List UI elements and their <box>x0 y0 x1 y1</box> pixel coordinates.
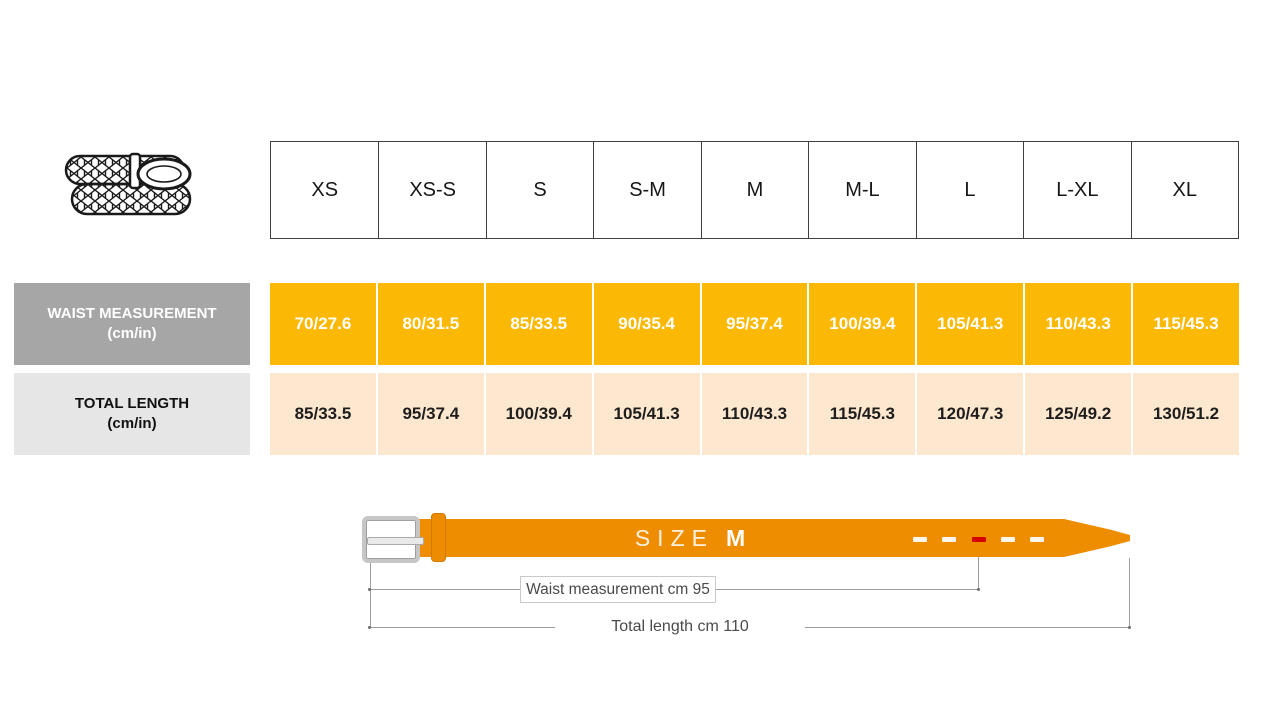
measure-dot <box>368 588 371 591</box>
length-value-cell: 110/43.3 <box>701 373 808 455</box>
belt-keeper <box>431 513 446 562</box>
waist-value-cell: 110/43.3 <box>1025 283 1132 365</box>
belt-size-label: SIZE M <box>590 519 790 557</box>
total-length-text: Total length cm 110 <box>611 618 749 635</box>
length-value-cell: 125/49.2 <box>1025 373 1132 455</box>
size-header-cell: M <box>700 142 808 238</box>
size-header-cell: L-XL <box>1023 142 1130 238</box>
hole-guide-line <box>978 544 979 590</box>
length-value-cell: 100/39.4 <box>485 373 592 455</box>
length-value-cell: 130/51.2 <box>1133 373 1239 455</box>
total-length-row: 85/33.5 95/37.4 100/39.4 105/41.3 110/43… <box>270 373 1239 455</box>
braided-belt-icon <box>64 152 192 216</box>
belt-hole <box>942 537 956 542</box>
waist-value-cell: 115/45.3 <box>1133 283 1239 365</box>
buckle-prong <box>367 537 424 545</box>
belt-tip <box>1064 519 1130 557</box>
tip-guide-line <box>1129 558 1130 628</box>
belt-hole <box>1030 537 1044 542</box>
waist-value-cell: 85/33.5 <box>485 283 592 365</box>
size-header-cell: S <box>485 142 593 238</box>
waist-value-cell: 80/31.5 <box>377 283 484 365</box>
waist-value-cell: 100/39.4 <box>809 283 916 365</box>
belt-hole <box>913 537 927 542</box>
measure-dot <box>368 626 371 629</box>
size-header-row: XS XS-S S S-M M M-L L L-XL XL <box>270 141 1239 239</box>
buckle-guide-line <box>370 563 371 628</box>
waist-annotation-text: Waist measurement cm 95 <box>526 580 710 598</box>
length-value-cell: 85/33.5 <box>270 373 376 455</box>
row-label-unit: (cm/in) <box>107 415 157 432</box>
belt-hole <box>1001 537 1015 542</box>
waist-annotation-box: Waist measurement cm 95 <box>520 576 716 603</box>
waist-value-cell: 95/37.4 <box>701 283 808 365</box>
size-word: SIZE <box>634 524 714 551</box>
total-length-row-label: TOTAL LENGTH (cm/in) <box>14 373 250 455</box>
waist-value-cell: 70/27.6 <box>270 283 376 365</box>
waist-value-cell: 105/41.3 <box>917 283 1024 365</box>
measure-dot <box>1128 626 1131 629</box>
row-label-unit: (cm/in) <box>107 325 157 342</box>
size-header-cell: XS-S <box>378 142 485 238</box>
length-value-cell: 120/47.3 <box>917 373 1024 455</box>
size-header-cell: M-L <box>808 142 915 238</box>
waist-measurement-row-label: WAIST MEASUREMENT (cm/in) <box>14 283 250 365</box>
size-header-cell: XS <box>311 178 339 201</box>
waist-measurement-row: 70/27.6 80/31.5 85/33.5 90/35.4 95/37.4 … <box>270 283 1239 365</box>
size-header-cell: XL <box>1130 142 1238 238</box>
length-value-cell: 95/37.4 <box>377 373 484 455</box>
size-value: M <box>725 524 746 551</box>
belt-hole-highlighted <box>972 537 986 542</box>
row-label-title: TOTAL LENGTH <box>74 394 190 412</box>
measure-dot <box>977 588 980 591</box>
waist-value-cell: 90/35.4 <box>593 283 700 365</box>
length-value-cell: 115/45.3 <box>809 373 916 455</box>
size-header-cell: L <box>915 142 1023 238</box>
row-label-title: WAIST MEASUREMENT <box>47 304 217 322</box>
total-length-annotation: Total length cm 110 <box>555 615 805 639</box>
length-value-cell: 105/41.3 <box>593 373 700 455</box>
size-header-cell: S-M <box>593 142 700 238</box>
